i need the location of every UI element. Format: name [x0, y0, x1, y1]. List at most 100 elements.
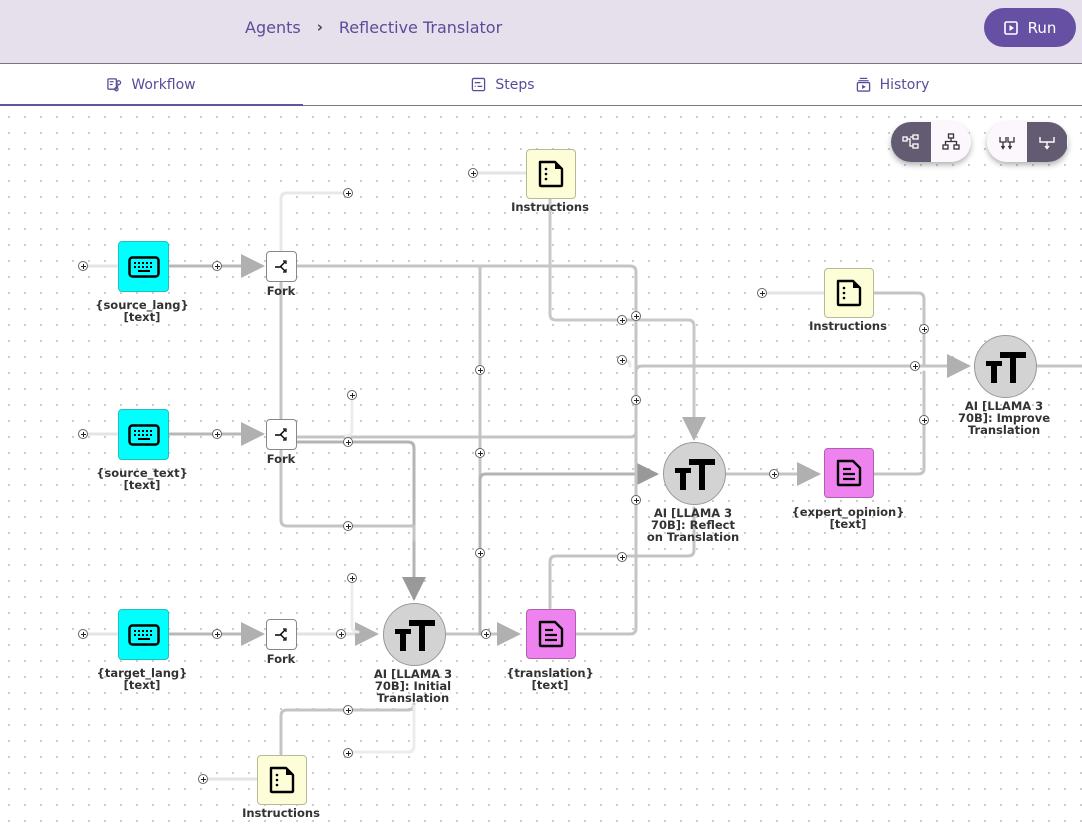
- add-handle[interactable]: [617, 355, 627, 365]
- add-handle[interactable]: [78, 261, 88, 271]
- edge: [872, 291, 926, 368]
- tab-bar: Workflow Steps History: [0, 64, 1082, 106]
- add-handle[interactable]: [343, 188, 353, 198]
- node-source-lang-label: {source_lang} [text]: [95, 298, 189, 324]
- fork-2-label: Fork: [266, 452, 296, 466]
- add-handle[interactable]: [769, 469, 779, 479]
- node-source-text-box[interactable]: [118, 409, 169, 460]
- keyboard-icon: [127, 255, 160, 278]
- fork-icon: [274, 427, 287, 441]
- ai-reflect-circle[interactable]: [663, 442, 726, 505]
- keyboard-icon: [127, 623, 160, 646]
- add-handle[interactable]: [468, 168, 478, 178]
- instructions-top-box[interactable]: [526, 149, 576, 199]
- add-handle[interactable]: [212, 429, 222, 439]
- run-button[interactable]: Run: [984, 8, 1076, 47]
- tab-workflow[interactable]: Workflow: [0, 64, 303, 106]
- tab-workflow-label: Workflow: [131, 76, 196, 93]
- add-handle[interactable]: [757, 288, 767, 298]
- add-handle[interactable]: [631, 311, 641, 321]
- add-handle[interactable]: [617, 552, 627, 562]
- edge: [346, 704, 416, 754]
- fork-2-box[interactable]: [266, 419, 297, 450]
- horizontal-layout-icon: [902, 134, 919, 149]
- add-handle[interactable]: [198, 774, 208, 784]
- add-handle[interactable]: [631, 395, 641, 405]
- add-handle[interactable]: [617, 315, 627, 325]
- edge: [478, 462, 659, 636]
- add-handle[interactable]: [343, 748, 353, 758]
- add-handle[interactable]: [919, 324, 929, 334]
- text-model-icon: [674, 458, 715, 490]
- fork-3-box[interactable]: [266, 619, 297, 650]
- tab-history-label: History: [879, 76, 930, 93]
- merge-join-button[interactable]: [1027, 122, 1067, 162]
- add-handle[interactable]: [78, 429, 88, 439]
- add-handle[interactable]: [212, 629, 222, 639]
- instructions-top-label: Instructions: [511, 200, 589, 214]
- add-handle[interactable]: [343, 521, 353, 531]
- ai-initial-circle[interactable]: [383, 603, 446, 666]
- fork-1-box[interactable]: [266, 251, 297, 282]
- add-handle[interactable]: [212, 261, 222, 271]
- translation-box[interactable]: [526, 609, 576, 659]
- add-handle[interactable]: [336, 629, 346, 639]
- node-source-lang-box[interactable]: [118, 241, 169, 292]
- steps-icon: [472, 77, 486, 92]
- add-handle[interactable]: [475, 548, 485, 558]
- add-handle[interactable]: [347, 573, 357, 583]
- ai-improve-circle[interactable]: [974, 335, 1037, 398]
- merge-split-button[interactable]: [987, 122, 1027, 162]
- vertical-layout-icon: [942, 133, 960, 150]
- tab-history[interactable]: History: [703, 64, 1082, 105]
- history-icon: [856, 77, 870, 92]
- expert-opinion-box[interactable]: [824, 448, 874, 498]
- fork-3-label: Fork: [266, 652, 296, 666]
- document-icon: [269, 766, 295, 794]
- add-handle[interactable]: [343, 705, 353, 715]
- expert-opinion-label: {expert_opinion} [text]: [791, 505, 905, 531]
- fork-icon: [274, 259, 287, 273]
- merge-toggle: [987, 122, 1068, 162]
- instructions-right-label: Instructions: [809, 319, 887, 333]
- document-icon: [538, 160, 564, 188]
- add-handle[interactable]: [347, 390, 357, 400]
- text-model-icon: [394, 619, 435, 651]
- node-target-lang-box[interactable]: [118, 609, 169, 660]
- instructions-bottom-label: Instructions: [242, 806, 320, 820]
- edge: [872, 370, 926, 476]
- add-handle[interactable]: [475, 448, 485, 458]
- add-handle[interactable]: [481, 629, 491, 639]
- node-target-lang-label: {target_lang} [text]: [96, 666, 188, 692]
- tab-steps-label: Steps: [495, 76, 535, 93]
- horizontal-layout-button[interactable]: [891, 122, 931, 162]
- breadcrumb-agents[interactable]: Agents: [245, 17, 301, 37]
- fork-icon: [274, 627, 287, 641]
- ai-improve-label: AI [LLAMA 3 70B]: Improve Translation: [958, 399, 1050, 437]
- run-label: Run: [1027, 18, 1057, 37]
- tab-steps[interactable]: Steps: [303, 64, 703, 105]
- edge: [344, 393, 354, 438]
- keyboard-icon: [127, 423, 160, 446]
- instructions-bottom-box[interactable]: [257, 755, 307, 805]
- edge: [295, 264, 638, 439]
- merge-split-icon: [999, 137, 1015, 150]
- workflow-icon: [107, 78, 122, 92]
- add-handle[interactable]: [910, 361, 920, 371]
- edge: [295, 440, 426, 601]
- edge: [350, 576, 360, 634]
- chevron-right-icon: ›: [316, 18, 323, 36]
- add-handle[interactable]: [475, 365, 485, 375]
- add-handle[interactable]: [631, 495, 641, 505]
- breadcrumb-current: Reflective Translator: [338, 17, 503, 37]
- add-handle[interactable]: [78, 629, 88, 639]
- fork-1-label: Fork: [266, 284, 296, 298]
- workflow-canvas[interactable]: {source_lang} [text] {source_text} [text…: [0, 106, 1082, 829]
- add-handle[interactable]: [919, 415, 929, 425]
- document-icon: [836, 279, 862, 307]
- ai-initial-label: AI [LLAMA 3 70B]: Initial Translation: [373, 667, 453, 705]
- vertical-layout-button[interactable]: [931, 122, 971, 162]
- instructions-right-box[interactable]: [824, 268, 874, 318]
- ai-reflect-label: AI [LLAMA 3 70B]: Reflect on Translation: [646, 506, 740, 544]
- add-handle[interactable]: [343, 437, 353, 447]
